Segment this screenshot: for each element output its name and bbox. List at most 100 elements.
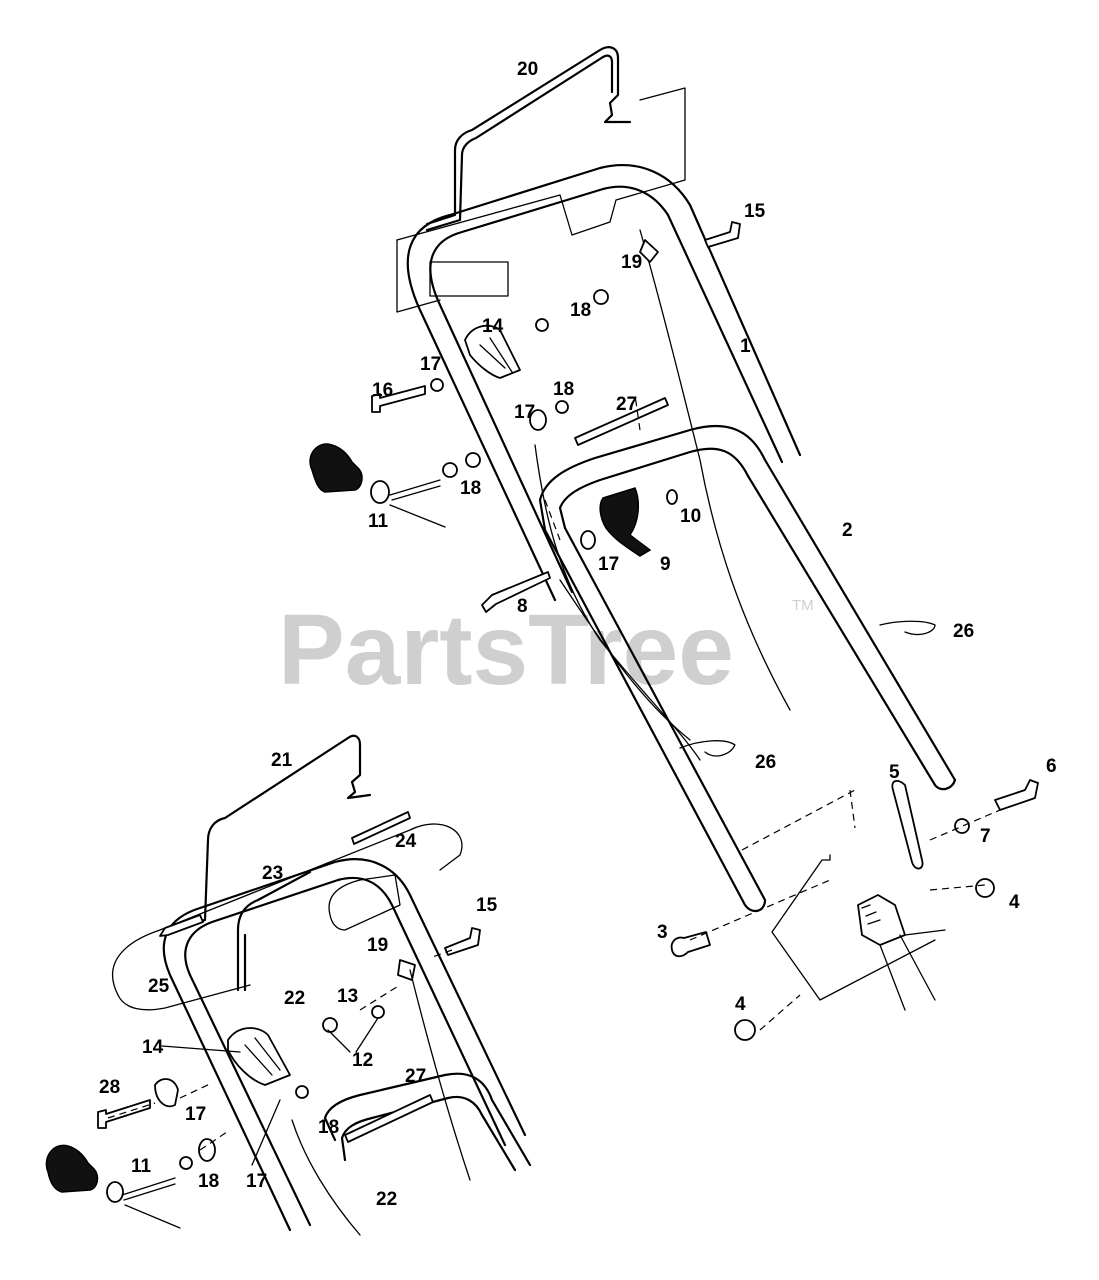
callout-c4a: 4	[1009, 892, 1020, 913]
lower-handle-left-rail	[543, 526, 767, 913]
nut-7	[954, 818, 970, 834]
alt-handle-lower	[323, 1072, 532, 1167]
alt-cable-main	[409, 969, 471, 1181]
alt-dash	[107, 949, 453, 1151]
callout-d15: 15	[476, 895, 498, 916]
watermark: PartsTree TM	[278, 594, 814, 706]
lower-handle-end	[933, 778, 957, 791]
callout-d13: 13	[337, 986, 358, 1007]
callout-d14: 14	[142, 1037, 164, 1058]
deck-lines	[879, 929, 946, 1011]
callout-d18a: 18	[318, 1117, 339, 1138]
decal-upper-left	[396, 239, 441, 313]
alt-clip-19	[397, 959, 416, 981]
callout-c8: 8	[517, 596, 528, 617]
upper-handle-inner	[429, 185, 784, 594]
alt-spacer-17	[198, 1138, 216, 1162]
alt-decal-small	[328, 874, 401, 931]
callout-c18b: 18	[553, 379, 574, 400]
carriage-bolt	[389, 479, 441, 501]
control-cable-2	[639, 229, 791, 711]
alt-leader-14	[161, 1045, 241, 1053]
callout-d22a: 22	[284, 988, 305, 1009]
cable-tie-26a	[879, 620, 936, 636]
callout-c16: 16	[372, 380, 393, 401]
callout-c14: 14	[482, 316, 504, 337]
washer-17	[430, 378, 444, 392]
spacer-17-lower	[580, 530, 596, 550]
knob-11	[309, 443, 363, 493]
callout-d12: 12	[352, 1050, 373, 1071]
height-adjuster-teeth	[861, 904, 881, 925]
callout-d18b: 18	[198, 1171, 219, 1192]
alt-bolt-25	[159, 914, 204, 937]
callout-c18a: 18	[570, 300, 591, 321]
nut-18-mid	[555, 400, 569, 414]
bail-wire-upper	[425, 46, 632, 226]
callout-d21: 21	[271, 750, 293, 771]
decal-small	[429, 261, 509, 297]
alt-nut-18	[179, 1156, 193, 1170]
wing-knob-9	[599, 487, 652, 557]
callout-c6: 6	[1046, 756, 1057, 777]
decal-lower-box	[771, 854, 936, 1001]
callout-c9: 9	[660, 554, 671, 575]
callout-c18c: 18	[460, 478, 481, 499]
bolt-6	[994, 779, 1039, 811]
alt-washer-28	[154, 1078, 179, 1108]
pin-10	[666, 489, 678, 505]
callout-c4b: 4	[735, 994, 746, 1015]
decal-upper	[396, 87, 686, 241]
callout-d22b: 22	[376, 1189, 397, 1210]
control-cable-3	[559, 579, 691, 741]
washer-17-knob	[465, 452, 481, 468]
alt-control-lines	[244, 1037, 281, 1076]
alt-nut-12	[371, 1005, 385, 1019]
cable-clip-19	[639, 239, 659, 263]
alt-bolt-28	[97, 1099, 151, 1129]
bail-wire-23	[236, 870, 312, 992]
alt-control-bracket	[227, 1027, 291, 1086]
cable-tie-26b	[679, 740, 736, 757]
lower-handle-outer	[538, 424, 957, 782]
bolt-15	[704, 221, 741, 248]
rod-24	[351, 811, 411, 845]
callout-c17b: 17	[514, 402, 535, 423]
alt-leader-17	[251, 1099, 281, 1166]
alt-nut-18-b	[295, 1085, 309, 1099]
handle-bracket-5	[891, 779, 924, 870]
callout-c11a: 11	[368, 511, 389, 532]
washer-11	[370, 480, 390, 504]
callout-c17a: 17	[420, 354, 441, 375]
nut-4-left	[734, 1019, 756, 1041]
bolt-16	[371, 385, 426, 413]
nut-18-top-2	[535, 318, 549, 332]
alt-handle-inner	[184, 876, 507, 1227]
alt-handle-outer	[162, 858, 527, 1232]
callout-c26b: 26	[755, 752, 776, 773]
spacer-17	[529, 409, 547, 431]
alt-nut-13	[322, 1017, 338, 1033]
callout-c3: 3	[657, 922, 668, 943]
nut-18-knob	[442, 462, 458, 478]
callout-c10: 10	[680, 506, 701, 527]
nut-4-right	[975, 878, 995, 898]
cable-tie-27	[574, 397, 669, 446]
alt-bolt-15	[444, 927, 481, 956]
alt-cable-11	[124, 1204, 181, 1229]
lower-handle-inner	[558, 447, 937, 787]
callout-d17a: 17	[185, 1104, 206, 1125]
callout-d25: 25	[148, 976, 170, 997]
callout-d24: 24	[395, 831, 417, 852]
dashed-leaders	[544, 394, 1001, 1031]
callout-c20: 20	[517, 59, 538, 80]
alt-leader-12	[327, 1017, 379, 1053]
alt-tie-27	[344, 1094, 434, 1143]
alt-knob-11	[45, 1144, 99, 1193]
watermark-trademark: TM	[792, 597, 814, 614]
callout-c26a: 26	[953, 621, 974, 642]
alt-decal-oval-2	[117, 984, 251, 1011]
callout-c19: 19	[621, 252, 642, 273]
